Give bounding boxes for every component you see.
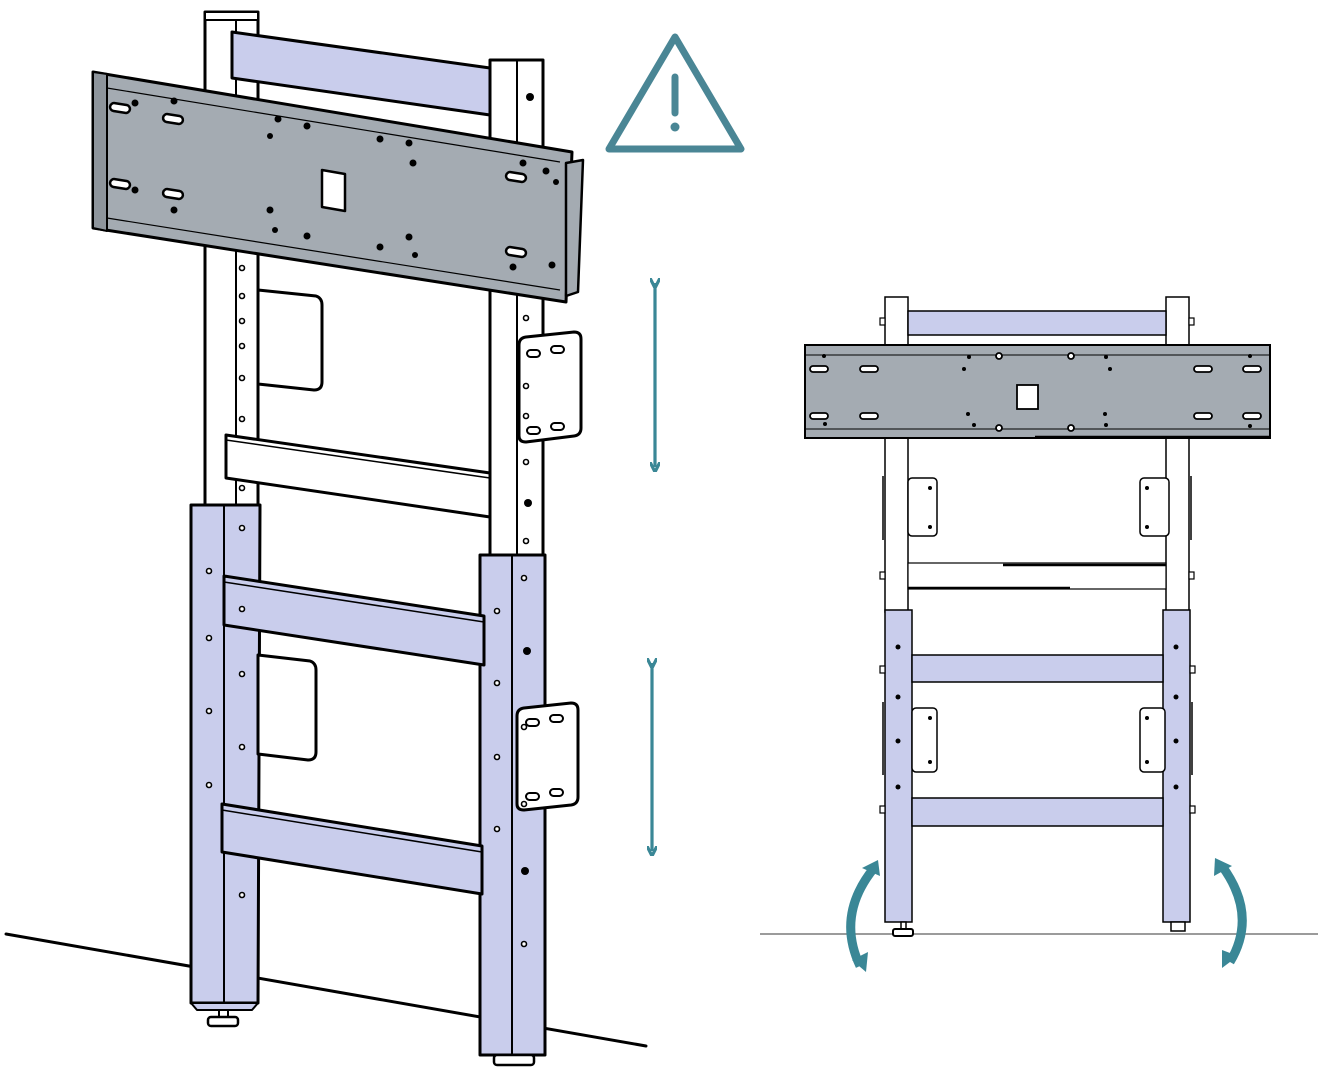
front-view [760,296,1318,972]
bracket-right-upper [1139,477,1170,537]
crossbar-upper [907,562,1167,590]
foot-left [190,1002,259,1028]
bracket-left-lower [911,707,938,773]
lower-sleeve-right [1162,609,1191,923]
crossbar-bottom [220,802,484,896]
upright-right [488,58,545,557]
upright-holes [205,264,530,948]
bracket-left-upper [907,477,938,537]
bracket-right-upper [517,330,583,444]
top-crossbar [230,30,492,117]
tilt-arrow-left-icon [846,865,878,968]
mounting-plate [91,70,585,304]
foot-right [492,1053,536,1067]
tilt-arrow-left-head-top [862,860,880,876]
crossbar-bottom [911,797,1164,827]
lower-sleeve-left [884,609,913,923]
crossbar-lower [222,574,486,667]
warning-triangle-icon [605,33,745,153]
side-knobs [879,317,1196,814]
top-crossbar [907,310,1167,336]
bracket-right-lower [1139,707,1166,773]
foot-right [1170,921,1186,932]
floor-line [4,932,648,1048]
foot-left [892,921,914,937]
tilt-arrow-left-head-bottom [852,952,868,972]
crossbar-lower [911,654,1164,683]
tilt-arrow-right-head-bottom [1222,950,1238,968]
sleeve-holes [895,486,1179,790]
crossbar-middle [224,433,492,519]
tilt-arrow-right-icon [1218,863,1247,965]
upright-left [203,10,260,507]
upright-bolts [521,93,534,875]
bracket-right-lower [515,701,580,812]
mounting-plate [804,344,1271,439]
perspective-view [4,10,745,1067]
tilt-arrow-right-head-top [1214,858,1232,876]
bracket-left-upper [256,288,324,392]
bracket-left-lower [256,653,318,762]
